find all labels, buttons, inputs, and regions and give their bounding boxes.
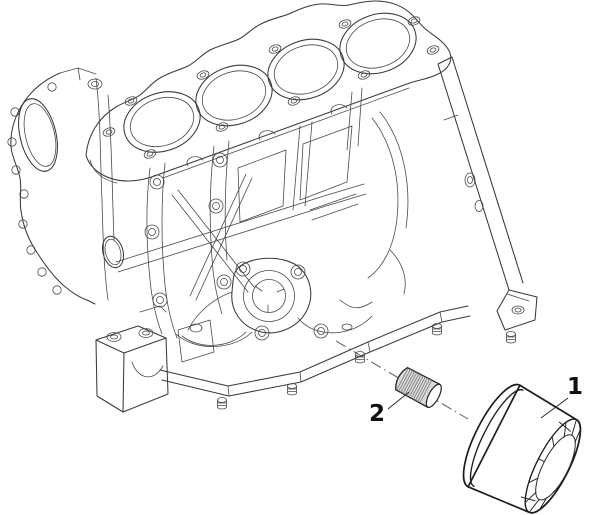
flange-bolt-holes [7,82,62,295]
oil-filter-union-part[interactable] [392,366,444,410]
block-body-ribs [115,87,409,339]
oil-filter-part[interactable] [452,377,593,515]
callout-1[interactable]: 1 [540,374,583,419]
timing-opening [18,98,58,172]
cylinder-deck [85,0,452,184]
callout-1-label[interactable]: 1 [567,374,583,400]
bottom-end [95,305,516,413]
callout-2-leader [387,391,410,410]
front-flange [7,67,125,305]
callout-2[interactable]: 2 [369,391,410,427]
oil-pump-boss [187,257,312,341]
callout-1-leader [540,397,569,419]
cylinder-bores [123,12,417,153]
filter-flutes [520,419,581,513]
side-port-opening [101,235,125,269]
union-threads [396,368,433,404]
callout-2-label[interactable]: 2 [369,401,385,427]
union-end-face [425,383,442,408]
engine-block-drawing [7,0,538,413]
right-buttress-rib [437,56,538,331]
